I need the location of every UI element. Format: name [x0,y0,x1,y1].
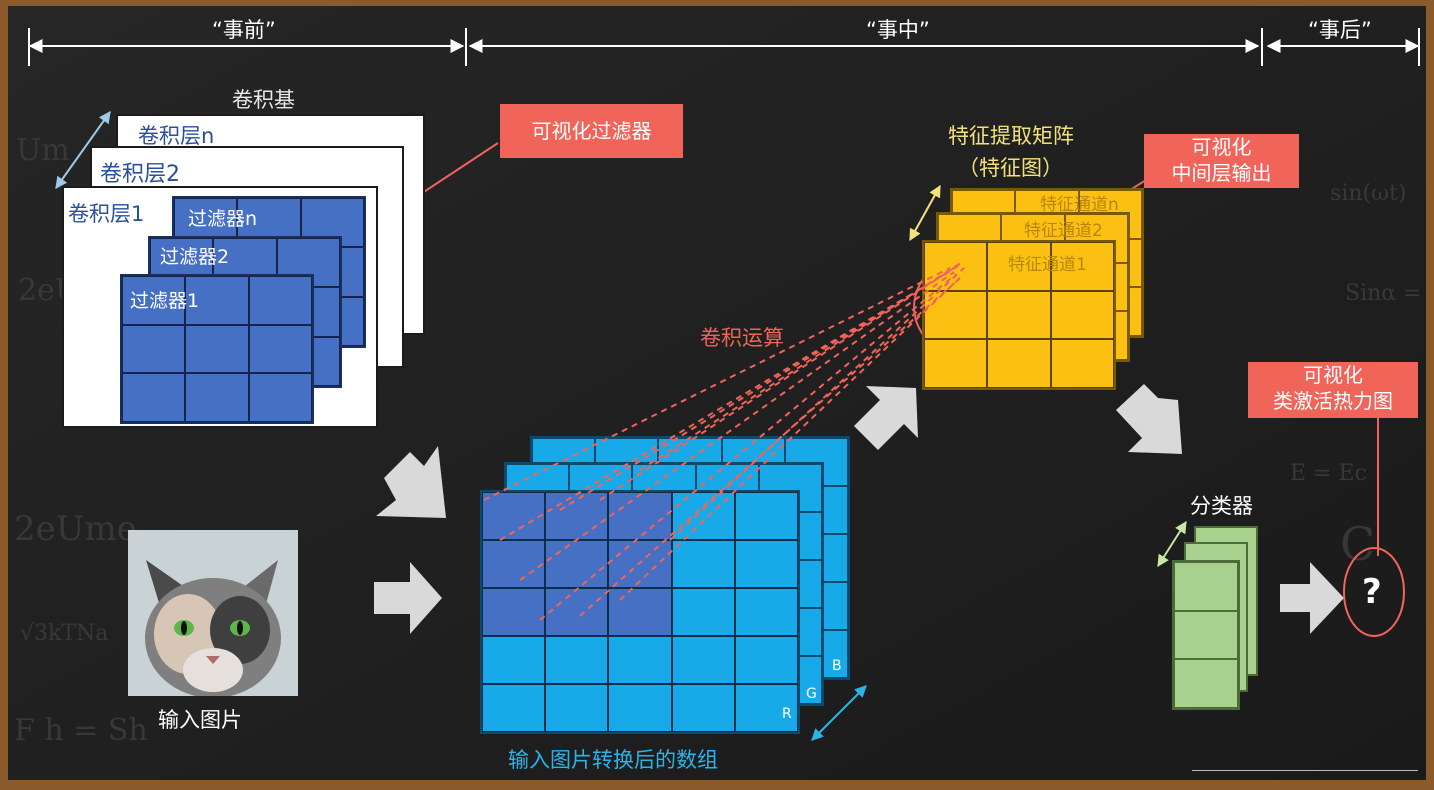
feature-map-title-line2: （特征图） [958,156,1063,180]
callout-visualize-heatmap: 可视化 类激活热力图 [1248,362,1418,418]
phase-after-label: “事后” [1308,18,1372,42]
classifier-layer-1-grid [1174,562,1238,708]
conv-layer-1-label: 卷积层1 [68,202,145,226]
svg-text:2eUme: 2eUme [14,509,137,549]
classifier-layer-1 [1172,560,1240,710]
phase-during-label: “事中” [866,18,930,42]
callout-heatmap-line1: 可视化 [1303,363,1363,387]
callout-middle-line2: 中间层输出 [1171,161,1272,185]
callout-visualize-filters: 可视化过滤器 [500,104,683,158]
svg-text:sin(ωt): sin(ωt) [1330,181,1406,206]
svg-text:√3kTNa: √3kTNa [20,621,108,646]
input-image-label: 输入图片 [158,708,242,732]
divider-line [1192,770,1418,771]
svg-text:C: C [1340,517,1375,571]
conv-layer-n-label: 卷积层n [138,124,215,148]
svg-text:E = Ec: E = Ec [1290,461,1367,486]
svg-text:Um: Um [16,133,70,168]
cat-drawing [128,530,298,696]
svg-text:F h = Sh: F h = Sh [14,713,148,748]
filter-1-grid [122,276,312,422]
callout-heatmap-line2: 类激活热力图 [1273,389,1393,413]
array-caption: 输入图片转换后的数组 [508,748,718,772]
filter-1-label: 过滤器1 [130,290,200,312]
cat-photo [128,530,298,696]
filter-2-label: 过滤器2 [160,246,230,268]
conv-base-title: 卷积基 [232,88,295,112]
filter-1 [120,274,314,424]
feature-channel-1-label: 特征通道1 [1008,255,1087,275]
feature-map-title-line1: 特征提取矩阵 [948,124,1074,148]
svg-text:Sinα =: Sinα = [1345,281,1422,306]
callout-middle-line1: 可视化 [1191,135,1252,159]
array-channel-r-label: R [782,706,792,722]
filter-n-label: 过滤器n [188,208,258,230]
classifier-output: ? [1362,572,1382,612]
convolution-label: 卷积运算 [700,326,784,350]
classifier-title: 分类器 [1190,494,1253,518]
phase-before-label: “事前” [212,18,276,42]
feature-channel-2-label: 特征通道2 [1024,221,1103,241]
callout-visualize-middle: 可视化 中间层输出 [1144,134,1299,188]
array-channel-g-label: G [806,686,817,702]
array-channel-r-grid [482,492,798,732]
conv-layer-2-label: 卷积层2 [100,162,180,187]
feature-channel-n-label: 特征通道n [1040,195,1119,215]
array-channel-b-label: B [832,658,842,674]
